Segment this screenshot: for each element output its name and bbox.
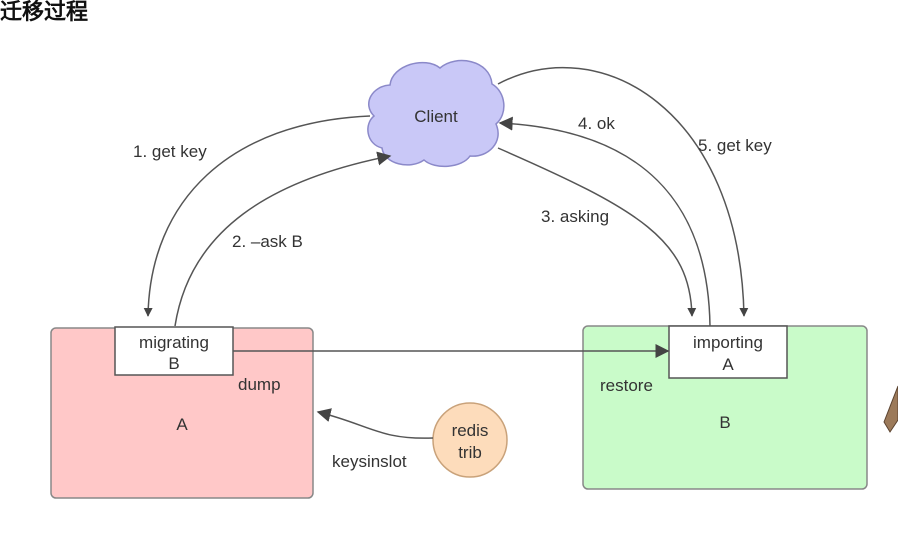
pencil-icon bbox=[883, 385, 898, 433]
page-heading: 迁移过程 bbox=[0, 0, 89, 25]
restore-label: restore bbox=[600, 376, 653, 395]
redis-trib-line1: redis bbox=[452, 421, 489, 440]
step-1-label: 1. get key bbox=[133, 142, 207, 161]
node-b-label: B bbox=[719, 413, 730, 432]
redis-trib-line2: trib bbox=[458, 443, 482, 462]
arrow-ok bbox=[498, 116, 711, 327]
arrow-asking bbox=[497, 147, 697, 317]
client-label: Client bbox=[414, 107, 458, 126]
arrow-get-key-1 bbox=[143, 115, 371, 317]
migrating-tag-line1: migrating bbox=[139, 333, 209, 352]
client-cloud bbox=[367, 59, 505, 168]
migrating-tag bbox=[114, 326, 234, 376]
importing-tag-line2: A bbox=[722, 355, 734, 374]
step-5-label: 5. get key bbox=[698, 136, 772, 155]
step-2-label: 2. –ask B bbox=[232, 232, 303, 251]
keysinslot-label: keysinslot bbox=[332, 452, 407, 471]
arrow-ask-b bbox=[174, 151, 392, 327]
node-a-label: A bbox=[176, 415, 188, 434]
importing-tag-line1: importing bbox=[693, 333, 763, 352]
redis-trib-circle bbox=[432, 402, 508, 478]
arrow-keysinslot bbox=[316, 408, 434, 439]
arrow-get-key-5 bbox=[497, 67, 749, 317]
step-4-label: 4. ok bbox=[578, 114, 615, 133]
migrating-tag-line2: B bbox=[168, 354, 179, 373]
step-3-label: 3. asking bbox=[541, 207, 609, 226]
dump-label: dump bbox=[238, 375, 281, 394]
